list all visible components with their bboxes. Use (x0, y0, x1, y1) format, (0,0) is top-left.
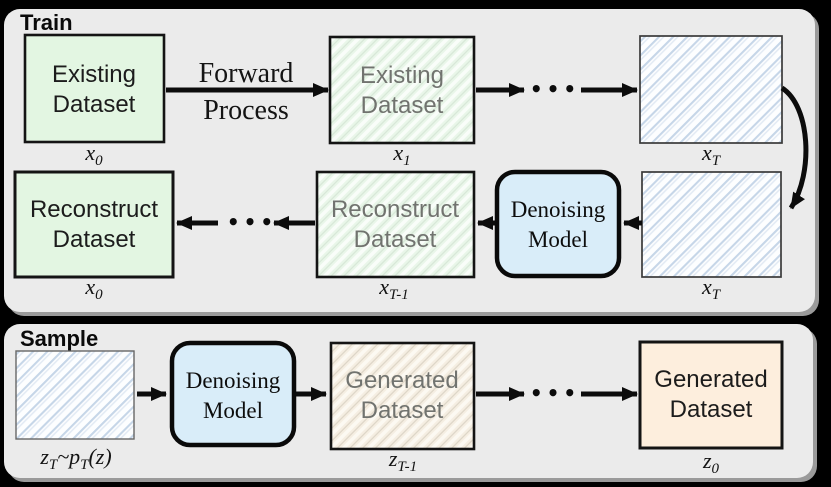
curve-arrow-xT-to-xT (780, 85, 809, 210)
denoising-model-sample-line2: Model (203, 398, 263, 423)
noise-zT-rect (15, 350, 135, 440)
existing-dataset-x1-box: Existing Dataset x1 (328, 35, 476, 169)
existing-dataset-x0-line2: Dataset (53, 91, 136, 118)
reconstruct-dataset-x0-rect (13, 170, 175, 279)
label-zT-prior: zT~pT(z) (39, 444, 111, 473)
reconstruct-dataset-xT1-line1: Reconstruct (331, 196, 459, 223)
generated-dataset-zT1-box: Generated Dataset zT-1 (329, 341, 476, 475)
label-xT1: xT-1 (378, 274, 409, 303)
reconstruct-dataset-x0-line1: Reconstruct (30, 196, 158, 223)
existing-dataset-x1-line2: Dataset (361, 92, 444, 119)
forward-process-line1: Forward (199, 58, 294, 89)
generated-dataset-zT1-line2: Dataset (361, 397, 444, 424)
generated-dataset-zT1-rect (329, 341, 476, 451)
existing-dataset-x1-rect (328, 35, 476, 145)
ellipsis-train-row2: ••• (227, 210, 277, 234)
sample-title: Sample (20, 326, 98, 351)
existing-dataset-x0-rect (23, 33, 166, 144)
denoising-model-sample-line1: Denoising (186, 368, 281, 393)
generated-dataset-z0-line1: Generated (654, 366, 767, 393)
existing-dataset-x0-line1: Existing (52, 61, 136, 88)
existing-dataset-x1-line1: Existing (360, 62, 444, 89)
reconstruct-dataset-x0-box: Reconstruct Dataset x0 (13, 170, 175, 303)
label-x0-bottom: x0 (84, 274, 103, 303)
denoising-model-train-box: Denoising Model (494, 169, 622, 279)
train-panel: Train Existing Dataset x0 Forward Proces… (4, 9, 819, 316)
noise-xT-bottom-box: xT (641, 171, 782, 303)
noise-xT-bottom-rect (641, 171, 782, 278)
label-x0-top: x0 (84, 140, 103, 169)
reconstruct-dataset-x0-line2: Dataset (53, 226, 136, 253)
reconstruct-dataset-xT1-line2: Dataset (354, 226, 437, 253)
ellipsis-train-row1: ••• (530, 77, 580, 101)
noise-zT-box: zT~pT(z) (15, 350, 135, 473)
generated-dataset-z0-line2: Dataset (670, 396, 753, 423)
generated-dataset-z0-rect (638, 340, 784, 450)
generated-dataset-zT1-line1: Generated (345, 367, 458, 394)
denoising-model-train-line1: Denoising (511, 197, 606, 222)
label-z0: z0 (702, 448, 720, 477)
existing-dataset-x0-box: Existing Dataset x0 (23, 33, 166, 169)
denoising-model-train-rect (494, 169, 622, 279)
sample-panel: Sample zT~pT(z) Denoising Model Generate… (4, 324, 817, 482)
reconstruct-dataset-xT1-box: Reconstruct Dataset xT-1 (315, 170, 476, 303)
denoising-model-sample-box: Denoising Model (169, 340, 297, 448)
generated-dataset-z0-box: Generated Dataset z0 (638, 340, 784, 477)
label-xT-top: xT (701, 140, 722, 169)
denoising-model-train-line2: Model (528, 227, 588, 252)
ellipsis-sample: ••• (530, 381, 580, 405)
denoising-model-sample-rect (169, 340, 297, 448)
reconstruct-dataset-xT1-rect (315, 170, 476, 279)
forward-process: Forward Process (166, 58, 329, 126)
label-xT-bottom: xT (701, 274, 722, 303)
label-zT1: zT-1 (388, 446, 417, 475)
label-x1: x1 (392, 140, 410, 169)
noise-xT-top-rect (639, 35, 783, 144)
forward-process-line2: Process (203, 95, 289, 126)
train-title: Train (20, 10, 73, 35)
